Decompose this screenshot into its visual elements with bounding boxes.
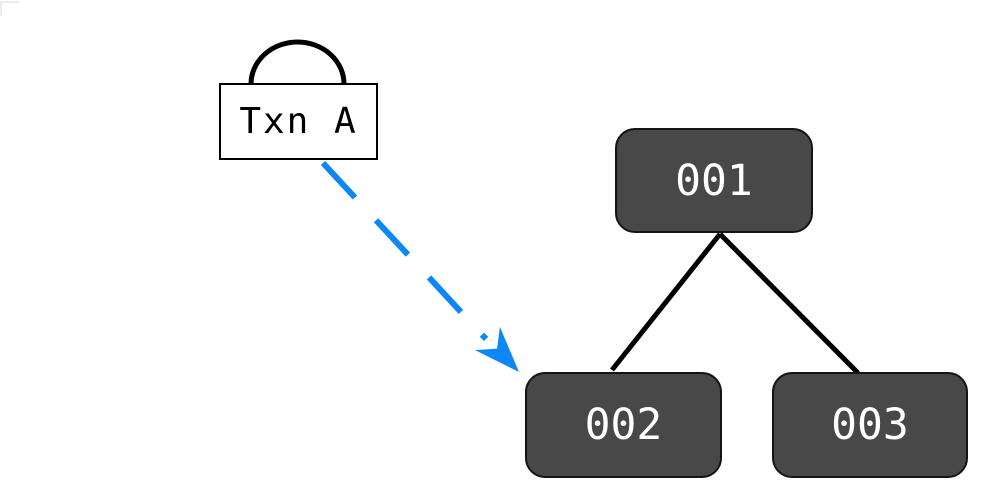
txn-a-box: Txn A xyxy=(219,83,378,160)
node-002-label: 002 xyxy=(584,400,663,450)
self-loop-arc xyxy=(248,39,347,85)
page-corner-mark xyxy=(0,1,19,3)
dashed-arrow-line xyxy=(320,160,489,342)
page-corner-mark xyxy=(0,1,2,16)
tree-edge-001-002 xyxy=(610,232,722,372)
node-001: 001 xyxy=(615,128,813,233)
node-003: 003 xyxy=(772,372,968,478)
node-002: 002 xyxy=(525,372,722,478)
txn-a-label: Txn A xyxy=(239,101,358,142)
node-001-label: 001 xyxy=(675,155,753,206)
tree-edge-001-003 xyxy=(718,232,860,375)
arrowhead-icon xyxy=(475,326,519,372)
node-003-label: 003 xyxy=(831,400,909,450)
